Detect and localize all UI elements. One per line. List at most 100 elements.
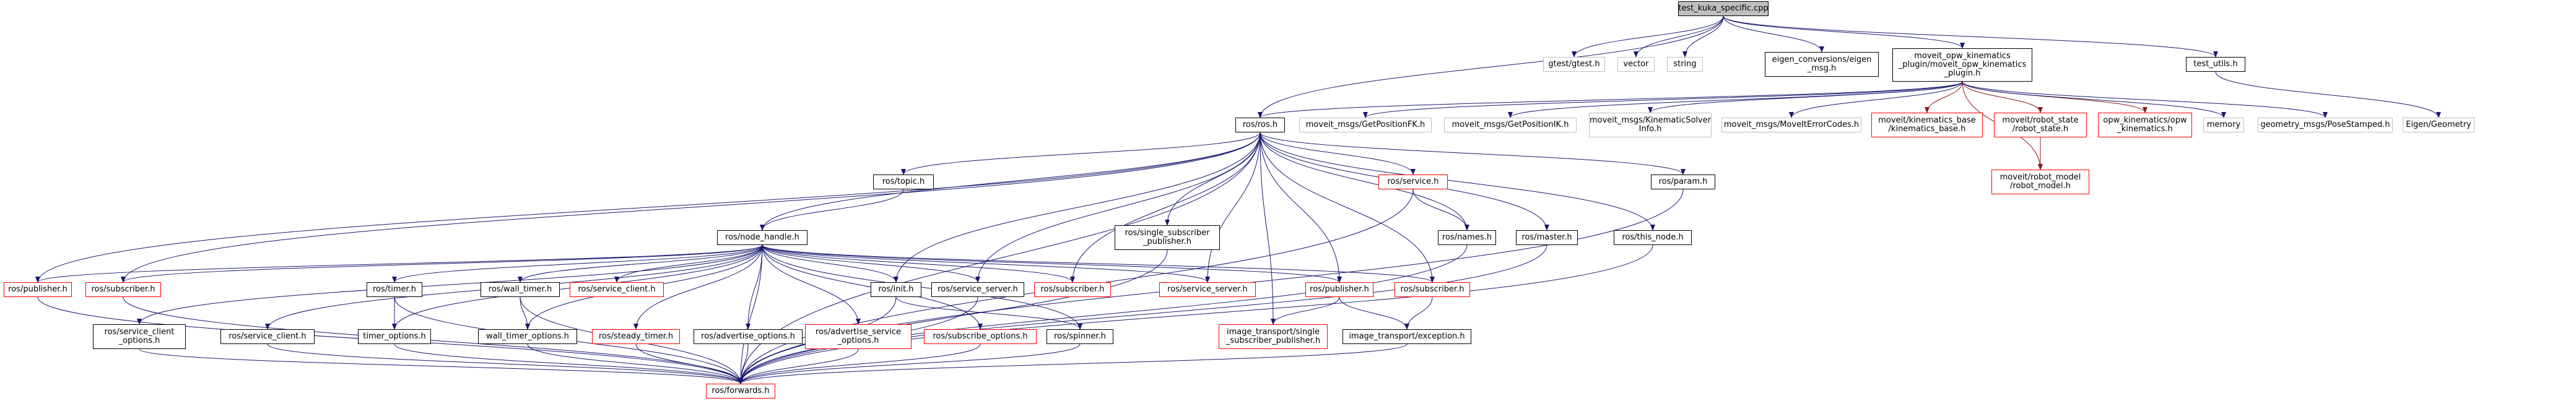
node-master[interactable]: ros/master.h [1516, 230, 1578, 245]
edge-ros-h-to-publisher-l [35, 132, 1261, 283]
node-service[interactable]: ros/service.h [1378, 175, 1448, 189]
edge-service-to-names [1412, 189, 1469, 231]
node-gtest[interactable]: gtest/gtest.h [1543, 57, 1605, 72]
node-label: geometry_msgs/PoseStamped.h [2260, 120, 2390, 129]
node-label: moveit_opw_kinematics _plugin/moveit_opw… [1898, 51, 2027, 78]
node-init[interactable]: ros/init.h [871, 282, 921, 297]
node-spinner[interactable]: ros/spinner.h [1046, 329, 1113, 344]
node-label: string [1673, 59, 1697, 69]
edge-ros-h-to-subscriber-l [121, 132, 1261, 283]
node-label: ros/publisher.h [1310, 285, 1369, 294]
node-subscriber-r[interactable]: ros/subscriber.h [1395, 282, 1470, 297]
node-steadytimer[interactable]: ros/steady_timer.h [592, 329, 680, 344]
node-srvclient-m[interactable]: ros/service_client.h [570, 282, 664, 297]
node-label: ros/names.h [1442, 233, 1492, 242]
node-timeropts[interactable]: timer_options.h [358, 329, 431, 344]
edge-subopts-to-forwards [738, 343, 981, 384]
edge-root-to-opw-plugin [1723, 15, 1965, 49]
edge-ros-h-to-srvserver-n [975, 132, 1261, 283]
node-srvclient[interactable]: ros/service_client.h [220, 329, 315, 344]
node-publisher-l[interactable]: ros/publisher.h [4, 282, 72, 297]
edge-walltimer-to-walltimeropts [520, 296, 530, 330]
node-string[interactable]: string [1667, 57, 1703, 72]
node-root[interactable]: test_kuka_specific.cpp [1678, 1, 1769, 16]
edge-ros-h-to-imgsinglesub [1260, 132, 1276, 325]
edge-walltimeropts-to-forwards [527, 343, 743, 384]
node-advopts[interactable]: ros/advertise_options.h [694, 329, 803, 344]
node-forwards[interactable]: ros/forwards.h [706, 384, 775, 399]
node-opw-plugin[interactable]: moveit_opw_kinematics _plugin/moveit_opw… [1892, 48, 2032, 82]
edge-steadytimer-to-forwards [635, 343, 743, 384]
node-label: ros/service_client.h [578, 285, 656, 294]
node-topic[interactable]: ros/topic.h [873, 175, 934, 189]
node-vector[interactable]: vector [1617, 57, 1655, 72]
node-label: ros/service_server.h [1167, 285, 1248, 294]
node-imgsinglesub[interactable]: image_transport/single _subscriber_publi… [1219, 324, 1328, 349]
node-imgexc[interactable]: image_transport/exception.h [1342, 329, 1471, 344]
node-errcodes[interactable]: moveit_msgs/MoveItErrorCodes.h [1721, 118, 1861, 132]
node-names[interactable]: ros/names.h [1438, 230, 1496, 245]
node-label: ros/subscriber.h [1400, 285, 1464, 294]
edge-nodehandle-to-timer [392, 244, 763, 283]
edge-ros-h-to-service [1260, 132, 1416, 175]
node-getposfk[interactable]: moveit_msgs/GetPositionFK.h [1299, 118, 1432, 132]
node-param[interactable]: ros/param.h [1651, 175, 1715, 189]
node-label: ros/service_server.h [938, 285, 1018, 294]
node-label: ros/topic.h [882, 177, 925, 186]
node-label: moveit_msgs/KinematicSolver Info.h [1589, 116, 1712, 134]
node-eigengeom[interactable]: Eigen/Geometry [2403, 118, 2474, 132]
node-walltimer[interactable]: ros/wall_timer.h [481, 282, 560, 297]
node-ros-h[interactable]: ros/ros.h [1235, 118, 1285, 132]
edge-test-utils-to-eigengeom [2215, 71, 2441, 118]
node-label: ros/single_subscriber _publisher.h [1125, 228, 1210, 246]
node-subscriber-l[interactable]: ros/subscriber.h [85, 282, 161, 297]
node-test-utils[interactable]: test_utils.h [2186, 57, 2245, 72]
node-label: ros/wall_timer.h [488, 285, 552, 294]
node-srvclientopts[interactable]: ros/service_client _options.h [93, 324, 186, 349]
node-singlesub[interactable]: ros/single_subscriber _publisher.h [1115, 225, 1220, 250]
node-label: ros/init.h [878, 285, 914, 294]
node-robotmodel[interactable]: moveit/robot_model /robot_model.h [1991, 170, 2089, 194]
node-robotstate[interactable]: moveit/robot_state /robot_state.h [1994, 113, 2087, 137]
node-thisnode[interactable]: ros/this_node.h [1614, 230, 1692, 245]
edge-opw-plugin-to-errcodes [1789, 81, 1963, 118]
edge-ros-h-to-subscriber-m [1070, 132, 1261, 283]
node-eigen-conv[interactable]: eigen_conversions/eigen _msg.h [1765, 52, 1879, 77]
node-advsrvopts[interactable]: ros/advertise_service _options.h [805, 324, 912, 349]
node-subopts[interactable]: ros/subscribe_options.h [924, 329, 1037, 344]
node-timer[interactable]: ros/timer.h [367, 282, 422, 297]
edge-ros-h-to-thisnode [1260, 132, 1655, 231]
node-publisher-r[interactable]: ros/publisher.h [1305, 282, 1373, 297]
node-opwkin[interactable]: opw_kinematics/opw _kinematics.h [2098, 113, 2192, 137]
node-walltimeropts[interactable]: wall_timer_options.h [478, 329, 577, 344]
edge-nodehandle-to-init [762, 244, 899, 283]
edge-nodehandle-to-srvserver-m [762, 244, 1210, 283]
node-label: ros/node_handle.h [725, 233, 799, 242]
node-label: ros/publisher.h [8, 285, 67, 294]
node-label: image_transport/single _subscriber_publi… [1225, 327, 1321, 345]
node-label: image_transport/exception.h [1349, 332, 1465, 341]
edge-nodehandle-to-publisher-l [35, 244, 763, 283]
edge-root-to-eigen-conv [1723, 15, 1824, 53]
node-label: ros/advertise_options.h [701, 332, 795, 341]
node-memory[interactable]: memory [2203, 118, 2244, 132]
node-posestamped[interactable]: geometry_msgs/PoseStamped.h [2258, 118, 2393, 132]
edge-opw-plugin-to-ros-h [1258, 81, 1963, 118]
node-label: vector [1623, 59, 1649, 69]
node-label: opw_kinematics/opw _kinematics.h [2103, 116, 2187, 134]
edge-spinner-to-forwards [738, 343, 1081, 384]
node-label: eigen_conversions/eigen _msg.h [1772, 55, 1872, 73]
edge-publisher-r-to-imgsinglesub [1271, 296, 1340, 325]
node-kinbase[interactable]: moveit/kinematics_base /kinematics_base.… [1871, 113, 1983, 137]
node-kinsolver[interactable]: moveit_msgs/KinematicSolver Info.h [1589, 113, 1712, 137]
node-nodehandle[interactable]: ros/node_handle.h [717, 230, 807, 245]
node-getposik[interactable]: moveit_msgs/GetPositionIK.h [1444, 118, 1577, 132]
node-subscriber-m[interactable]: ros/subscriber.h [1034, 282, 1111, 297]
edge-root-to-vector [1634, 15, 1724, 58]
node-srvserver-n[interactable]: ros/service_server.h [931, 282, 1024, 297]
edge-nodehandle-to-subscriber-m [762, 244, 1075, 283]
node-srvserver-m[interactable]: ros/service_server.h [1159, 282, 1256, 297]
edge-opw-plugin-to-kinbase [1925, 81, 1963, 113]
edge-nodehandle-to-steadytimer [633, 244, 763, 330]
